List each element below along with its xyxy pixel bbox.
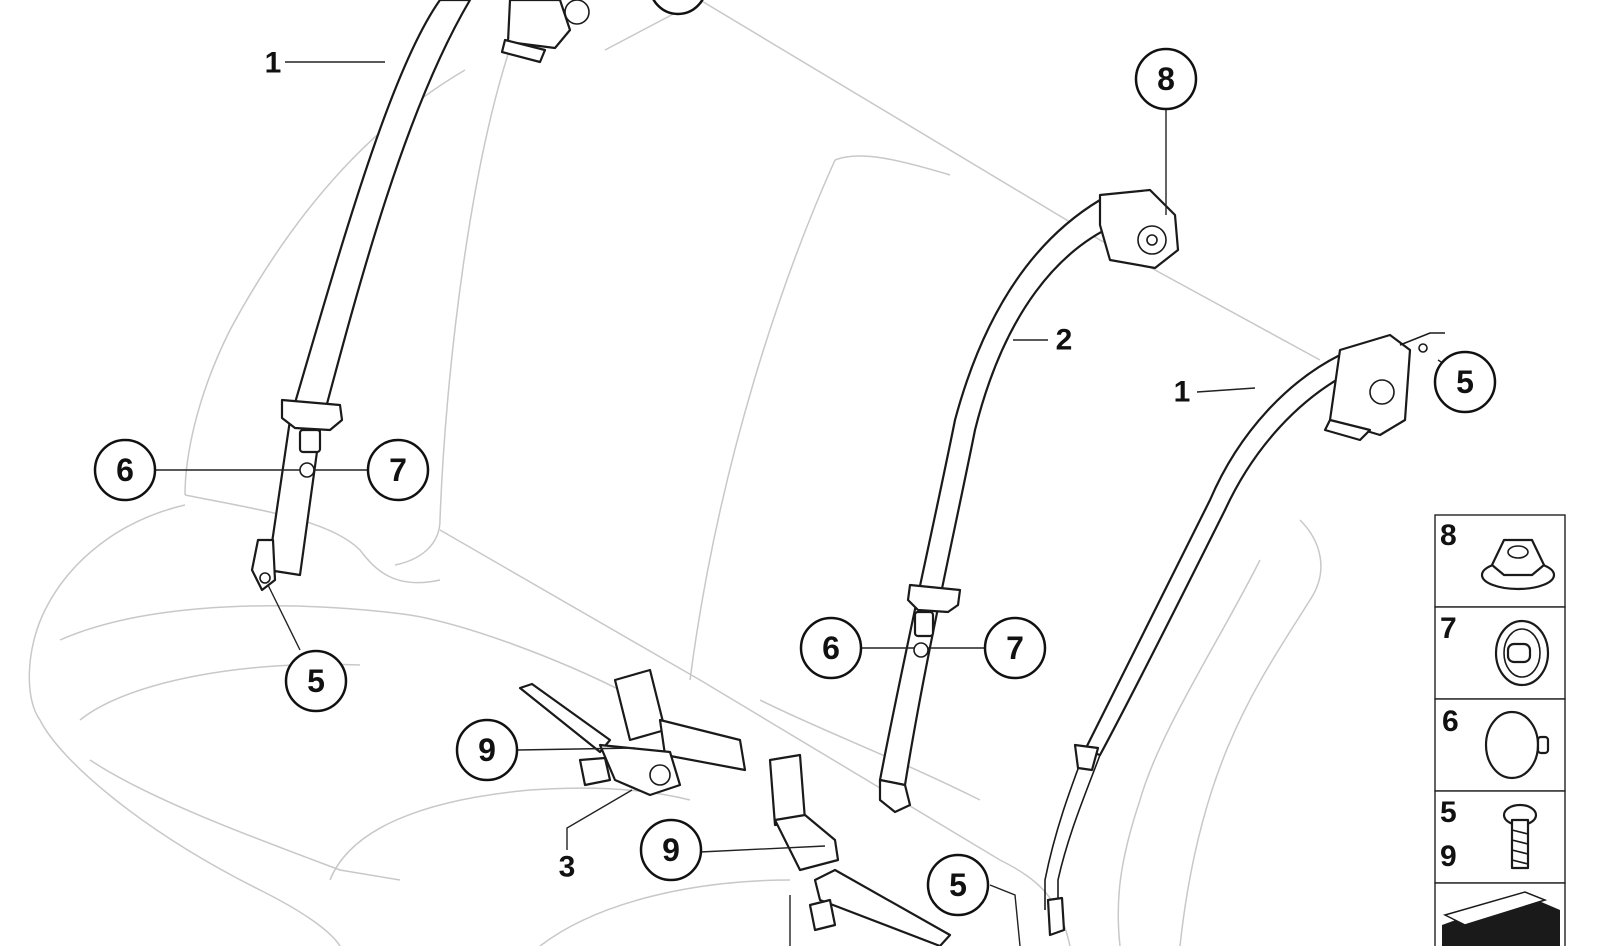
label-2: 2 (1056, 324, 1073, 357)
callout-7-center: 7 (983, 616, 1047, 680)
callout-6-left: 6 (93, 438, 157, 502)
grommet-icon (1494, 619, 1550, 687)
callout-5-right-text: 5 (1456, 364, 1474, 400)
legend-8-label: 8 (1440, 519, 1457, 552)
left-shoulder-belt (250, 0, 472, 592)
callout-7-center-text: 7 (1006, 630, 1024, 666)
callout-6-center: 6 (799, 616, 863, 680)
leader-lines (155, 61, 1463, 946)
callout-6-left-text: 6 (116, 452, 134, 488)
bolt-icon (1502, 803, 1538, 870)
legend-5-label: 5 (1440, 796, 1457, 829)
callout-5-left-text: 5 (307, 663, 325, 699)
callout-5-left: 5 (284, 649, 348, 713)
left-belt-retractor (500, 0, 590, 64)
center-shoulder-belt (878, 198, 1117, 814)
legend-6-label: 6 (1442, 705, 1459, 738)
label-1-left: 1 (265, 47, 282, 80)
callout-9-left: 9 (455, 718, 519, 782)
center-buckle-assembly (768, 753, 952, 946)
hardware-legend: 8 7 6 5 9 (1434, 514, 1566, 946)
callout-8: 8 (1134, 47, 1198, 111)
plug-cap-icon (1484, 710, 1550, 780)
callout-7-left: 7 (366, 438, 430, 502)
right-belt-retractor (1323, 332, 1445, 442)
callout-5-bottom: 5 (926, 853, 990, 917)
callout-8-text: 8 (1157, 61, 1175, 97)
callout-7-left-text: 7 (389, 452, 407, 488)
callout-5-bottom-text: 5 (949, 867, 967, 903)
rear-seat-outline (28, 0, 1322, 946)
callout-9-center-text: 9 (662, 832, 680, 868)
callout-5-right: 5 (1433, 350, 1497, 414)
label-3: 3 (559, 851, 576, 884)
right-shoulder-belt (1044, 353, 1347, 937)
legend-9-label: 9 (1440, 840, 1457, 873)
hex-nut-icon (1480, 538, 1556, 591)
label-1-right: 1 (1174, 376, 1191, 409)
left-buckle-assembly (518, 668, 747, 797)
callout-top-partial (652, 0, 704, 16)
center-belt-retractor (1098, 188, 1180, 270)
callout-9-center: 9 (639, 818, 703, 882)
legend-7-label: 7 (1440, 612, 1457, 645)
callout-6-center-text: 6 (822, 630, 840, 666)
wedge-symbol-icon (1442, 891, 1560, 946)
callout-9-left-text: 9 (478, 732, 496, 768)
